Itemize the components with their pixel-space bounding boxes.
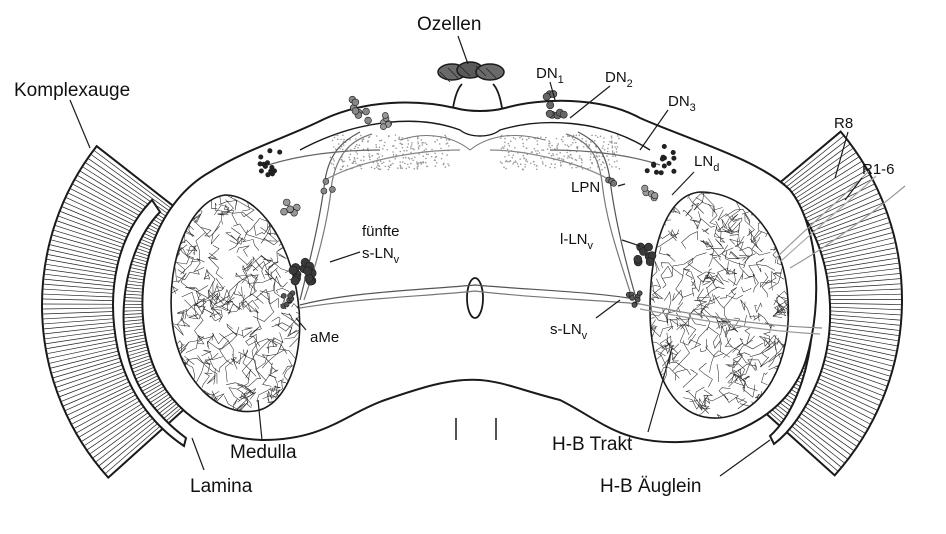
label-r16: R1-6 [862, 161, 895, 178]
label-lamina: Lamina [190, 476, 253, 497]
label-medulla: Medulla [230, 442, 297, 463]
label-komplexauge: Komplexauge [14, 80, 130, 101]
label-ozellen: Ozellen [417, 14, 481, 35]
label-hb-trakt: H-B Trakt [552, 434, 633, 455]
neck-connective [456, 418, 496, 440]
label-hb-aeuglein: H-B Äuglein [600, 476, 701, 497]
label-dn3: DN3 [668, 93, 696, 114]
label-fuenfte: fünfte [362, 223, 400, 240]
label-lpn: LPN [571, 179, 600, 196]
label-r8: R8 [834, 115, 853, 132]
esophagus-foramen [467, 278, 483, 318]
ocelli [438, 62, 504, 108]
label-ame: aMe [310, 329, 339, 346]
